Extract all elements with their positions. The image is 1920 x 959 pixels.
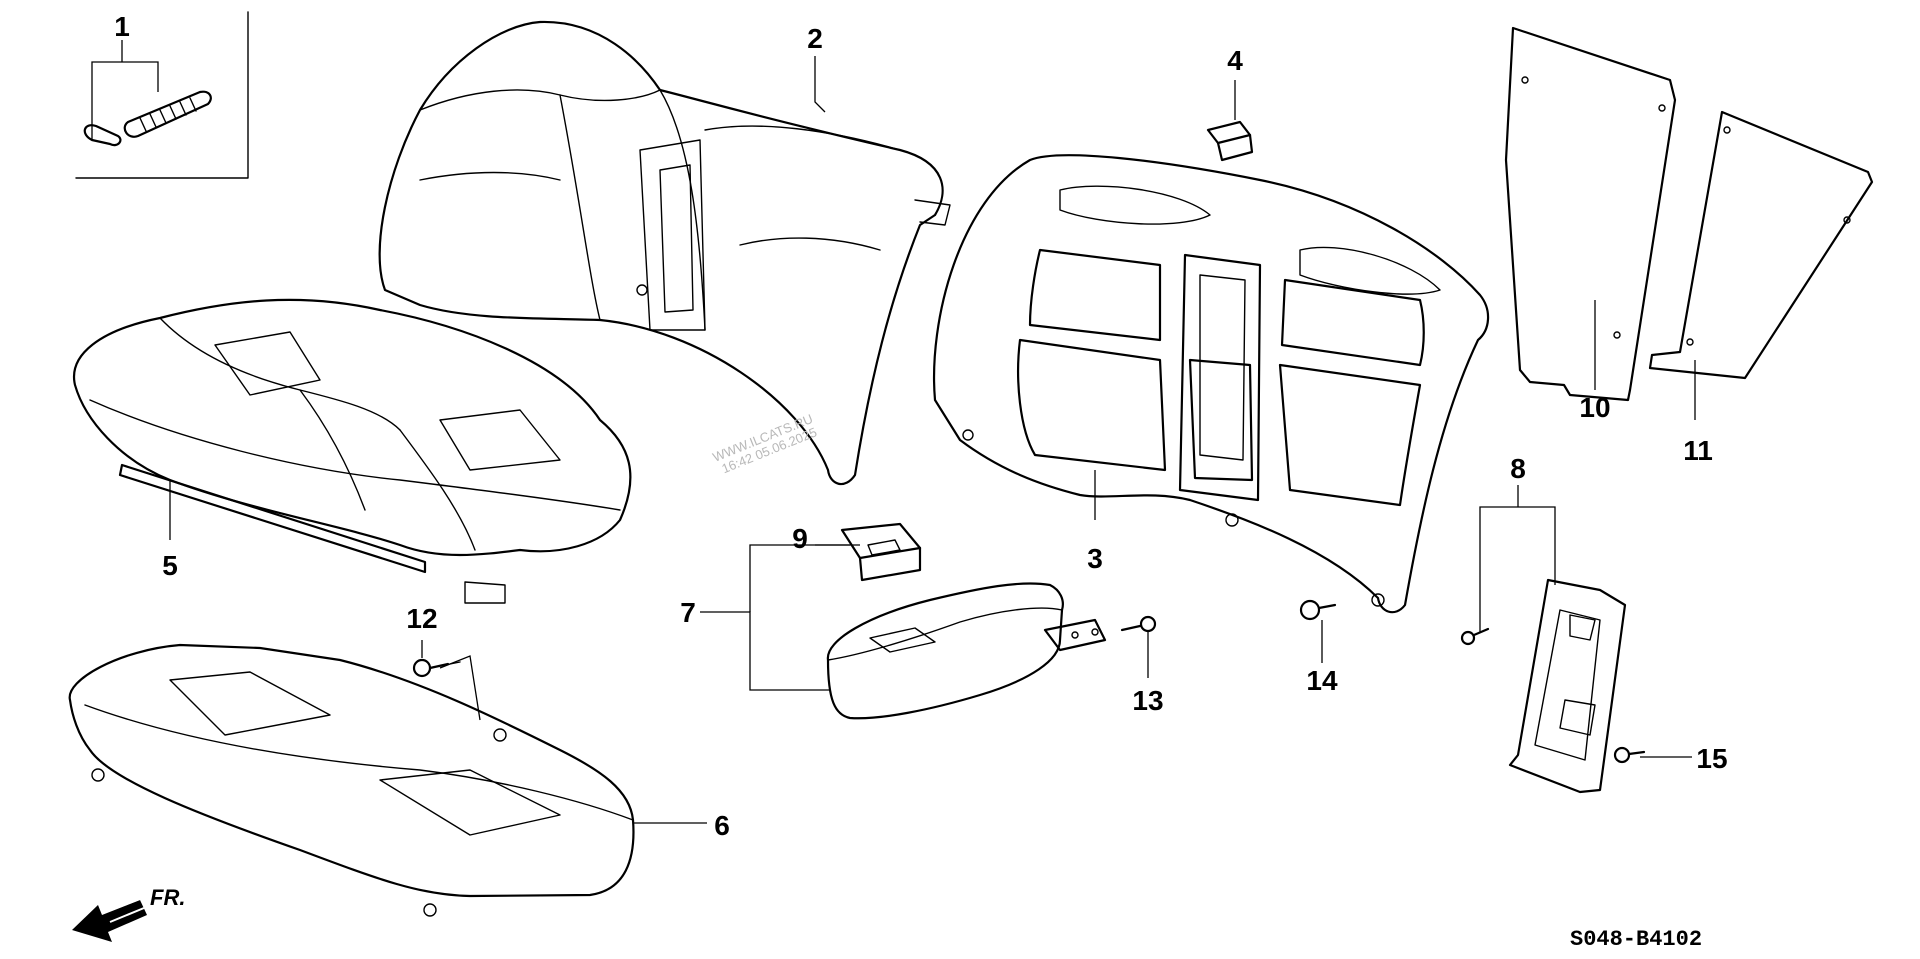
callout-10: 10 (1579, 392, 1610, 423)
inset-box-frame (75, 11, 249, 179)
callout-4: 4 (1227, 45, 1243, 76)
callout-8: 8 (1510, 453, 1526, 484)
part-15-bolt[interactable] (1613, 746, 1646, 764)
part-8-screw[interactable] (1460, 627, 1490, 646)
part-5-seat-cushion-cover[interactable] (72, 298, 632, 604)
part-2-seatback-cover[interactable] (378, 20, 951, 486)
part-14-bolt[interactable] (1299, 599, 1337, 621)
callout-9: 9 (792, 523, 808, 554)
callout-14: 14 (1306, 665, 1338, 696)
callout-12: 12 (406, 603, 437, 634)
part-1-clip-kit[interactable] (75, 11, 249, 179)
part-10-rear-panel[interactable] (1504, 26, 1677, 402)
callout-11: 11 (1683, 435, 1713, 466)
part-7-armrest[interactable] (826, 582, 1107, 720)
part-6-seat-cushion-pad[interactable] (68, 643, 635, 917)
part-9-cup-insert[interactable] (840, 522, 922, 582)
part-13-bolt[interactable] (1120, 615, 1157, 633)
callout-5: 5 (162, 550, 178, 581)
leader-lines (169, 56, 1696, 824)
callout-7: 7 (680, 597, 696, 628)
callout-2: 2 (807, 23, 823, 54)
part-8-armrest-bracket[interactable] (1508, 578, 1627, 794)
watermark: WWW.ILCATS.RU 16:42 05.06.2025 (711, 411, 819, 476)
front-direction-arrow-icon (72, 898, 148, 942)
clip-coil-icon (123, 90, 212, 138)
callout-6: 6 (714, 810, 730, 841)
part-4-clip[interactable] (1206, 120, 1254, 162)
callout-1: 1 (114, 11, 130, 42)
part-11-rear-panel[interactable] (1648, 110, 1874, 380)
diagram-code: S048-B4102 (1570, 927, 1702, 952)
callout-15: 15 (1696, 743, 1727, 774)
part-12-fastener[interactable] (412, 658, 461, 678)
part-3-seatback-pad[interactable] (933, 154, 1490, 614)
callout-13: 13 (1132, 685, 1163, 716)
callout-3: 3 (1087, 543, 1103, 574)
front-direction-label: FR. (150, 885, 185, 910)
